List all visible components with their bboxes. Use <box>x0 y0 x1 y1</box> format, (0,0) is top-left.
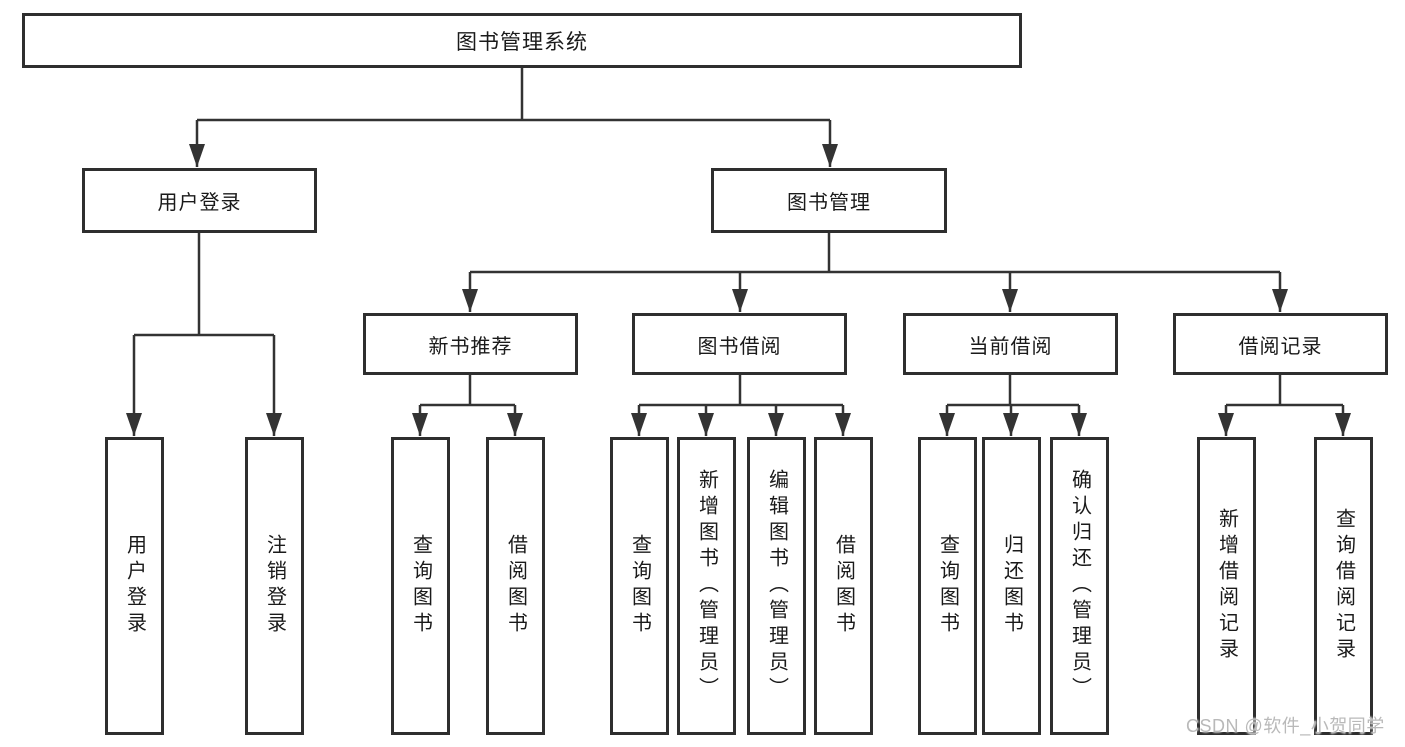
node-current-borrow-label: 当前借阅 <box>968 335 1053 358</box>
leaf-confirm-return-admin: 确认归还（管理员） <box>1050 437 1109 735</box>
node-user-login: 用户登录 <box>82 168 317 233</box>
leaf-return-books: 归还图书 <box>982 437 1041 735</box>
node-book-borrow: 图书借阅 <box>632 313 847 375</box>
node-root-label: 图书管理系统 <box>456 30 588 54</box>
leaf-borrow-books-label: 借阅图书 <box>832 534 855 638</box>
leaf-borrow-books: 借阅图书 <box>814 437 873 735</box>
leaf-query-books-current: 查询图书 <box>918 437 977 735</box>
leaf-query-books-borrow-label: 查询图书 <box>628 534 651 638</box>
csdn-watermark: CSDN @软件_小贺同学 <box>1186 716 1385 736</box>
node-borrow-records: 借阅记录 <box>1173 313 1388 375</box>
leaf-query-borrow-record-label: 查询借阅记录 <box>1332 508 1355 664</box>
leaf-query-borrow-record: 查询借阅记录 <box>1314 437 1373 735</box>
leaf-edit-books-admin: 编辑图书（管理员） <box>747 437 806 735</box>
leaf-add-borrow-record-label: 新增借阅记录 <box>1215 508 1238 664</box>
leaf-logout: 注销登录 <box>245 437 304 735</box>
leaf-query-books-borrow: 查询图书 <box>610 437 669 735</box>
leaf-borrow-books-recommend: 借阅图书 <box>486 437 545 735</box>
node-new-book-recommend-label: 新书推荐 <box>428 335 513 358</box>
leaf-confirm-return-admin-label: 确认归还（管理员） <box>1068 469 1091 703</box>
leaf-user-login-label: 用户登录 <box>123 534 146 638</box>
leaf-edit-books-admin-label: 编辑图书（管理员） <box>765 469 788 703</box>
node-new-book-recommend: 新书推荐 <box>363 313 578 375</box>
node-user-login-label: 用户登录 <box>157 192 242 214</box>
node-book-management-label: 图书管理 <box>787 192 871 214</box>
leaf-return-books-label: 归还图书 <box>1000 534 1023 638</box>
leaf-logout-label: 注销登录 <box>263 534 286 638</box>
node-book-borrow-label: 图书借阅 <box>697 335 782 358</box>
node-current-borrow: 当前借阅 <box>903 313 1118 375</box>
node-borrow-records-label: 借阅记录 <box>1238 335 1323 358</box>
leaf-query-books-recommend-label: 查询图书 <box>409 534 432 638</box>
leaf-add-borrow-record: 新增借阅记录 <box>1197 437 1256 735</box>
node-root-system: 图书管理系统 <box>22 13 1022 68</box>
leaf-add-books-admin-label: 新增图书（管理员） <box>695 469 718 703</box>
leaf-borrow-books-recommend-label: 借阅图书 <box>504 534 527 638</box>
leaf-user-login: 用户登录 <box>105 437 164 735</box>
node-book-management: 图书管理 <box>711 168 947 233</box>
leaf-query-books-current-label: 查询图书 <box>936 534 959 638</box>
leaf-add-books-admin: 新增图书（管理员） <box>677 437 736 735</box>
leaf-query-books-recommend: 查询图书 <box>391 437 450 735</box>
